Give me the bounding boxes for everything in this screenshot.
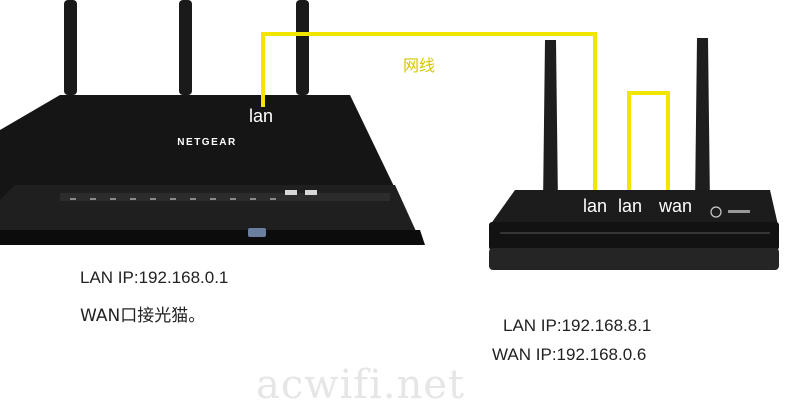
left-router-antennas [64, 0, 309, 95]
left-router-lan-ip: LAN IP:192.168.0.1 [80, 268, 229, 287]
right-router-wan-ip: WAN IP:192.168.0.6 [492, 345, 647, 364]
left-router-wan-note: WAN口接光猫。 [80, 306, 206, 326]
right-router-lan-ip: LAN IP:192.168.8.1 [503, 316, 652, 335]
watermark: acwifi.net [256, 362, 466, 408]
netgear-logo: NETGEAR [177, 137, 236, 148]
right-router-lan-port-label-1: lan [583, 196, 608, 216]
ethernet-cable [261, 32, 670, 190]
router-brand-logo [710, 206, 750, 218]
right-router-antennas [543, 38, 710, 205]
right-router-wan-port-label: wan [659, 196, 693, 216]
cable-label: 网线 [403, 56, 436, 75]
left-router: NETGEAR [0, 95, 425, 245]
left-router-status-leds [70, 190, 317, 200]
left-router-lan-port-label: lan [249, 106, 274, 126]
right-router [489, 190, 779, 270]
right-router-lan-port-label-2: lan [618, 196, 643, 216]
